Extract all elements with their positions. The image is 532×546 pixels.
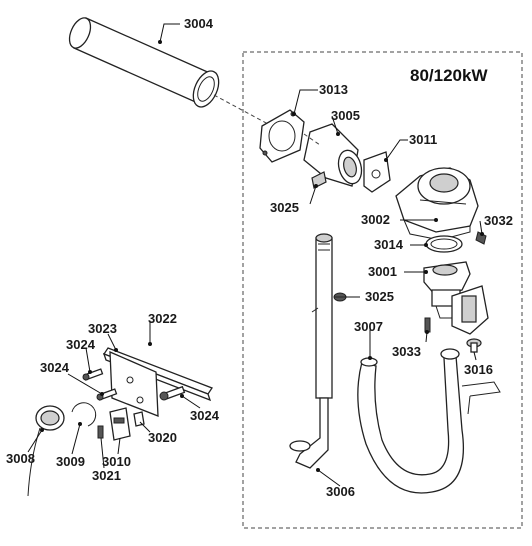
screw-3024-c bbox=[159, 385, 186, 401]
label-3022: 3022 bbox=[148, 311, 177, 326]
flex-hose bbox=[357, 348, 501, 494]
label-3006: 3006 bbox=[326, 484, 355, 499]
assembly-frame bbox=[242, 51, 523, 529]
label-3001: 3001 bbox=[368, 264, 397, 279]
label-3010: 3010 bbox=[102, 454, 131, 469]
venturi-housing bbox=[303, 123, 363, 187]
screw-3025-mid bbox=[333, 292, 347, 302]
label-3024-b: 3024 bbox=[40, 360, 70, 375]
plug-3016 bbox=[466, 338, 482, 353]
fan-assembly bbox=[395, 167, 479, 241]
screw-3021 bbox=[97, 425, 104, 439]
label-3020: 3020 bbox=[148, 430, 177, 445]
o-ring bbox=[425, 235, 463, 253]
label-3025-top: 3025 bbox=[270, 200, 299, 215]
leader-lines bbox=[27, 23, 484, 487]
label-3016: 3016 bbox=[464, 362, 493, 377]
label-3009: 3009 bbox=[56, 454, 85, 469]
gas-valve bbox=[423, 261, 489, 335]
label-3025-mid: 3025 bbox=[365, 289, 394, 304]
label-3011: 3011 bbox=[409, 132, 437, 147]
label-3033: 3033 bbox=[392, 344, 421, 359]
label-3014: 3014 bbox=[374, 237, 404, 252]
model-label: 80/120kW bbox=[410, 66, 488, 85]
label-3032: 3032 bbox=[484, 213, 513, 228]
connector-3020 bbox=[133, 411, 145, 427]
label-3024-c: 3024 bbox=[190, 408, 220, 423]
label-3023: 3023 bbox=[88, 321, 117, 336]
label-3024-a: 3024 bbox=[66, 337, 96, 352]
switch-3010 bbox=[109, 407, 131, 441]
label-3004: 3004 bbox=[184, 16, 214, 31]
gasket-plate bbox=[259, 109, 305, 163]
screw-3024-a bbox=[82, 368, 104, 381]
label-3005: 3005 bbox=[331, 108, 360, 123]
label-3007: 3007 bbox=[354, 319, 383, 334]
cover-plate bbox=[363, 151, 391, 193]
label-3021: 3021 bbox=[92, 468, 121, 483]
retaining-clip bbox=[71, 402, 97, 427]
label-3002: 3002 bbox=[361, 212, 390, 227]
sensor-cable bbox=[27, 405, 65, 497]
gas-pipe bbox=[289, 233, 333, 469]
screw-3025-top bbox=[311, 171, 327, 189]
label-3013: 3013 bbox=[319, 82, 348, 97]
label-3008: 3008 bbox=[6, 451, 35, 466]
control-plate bbox=[109, 350, 159, 417]
pin-3033 bbox=[424, 317, 431, 333]
air-intake-hose bbox=[68, 17, 269, 125]
